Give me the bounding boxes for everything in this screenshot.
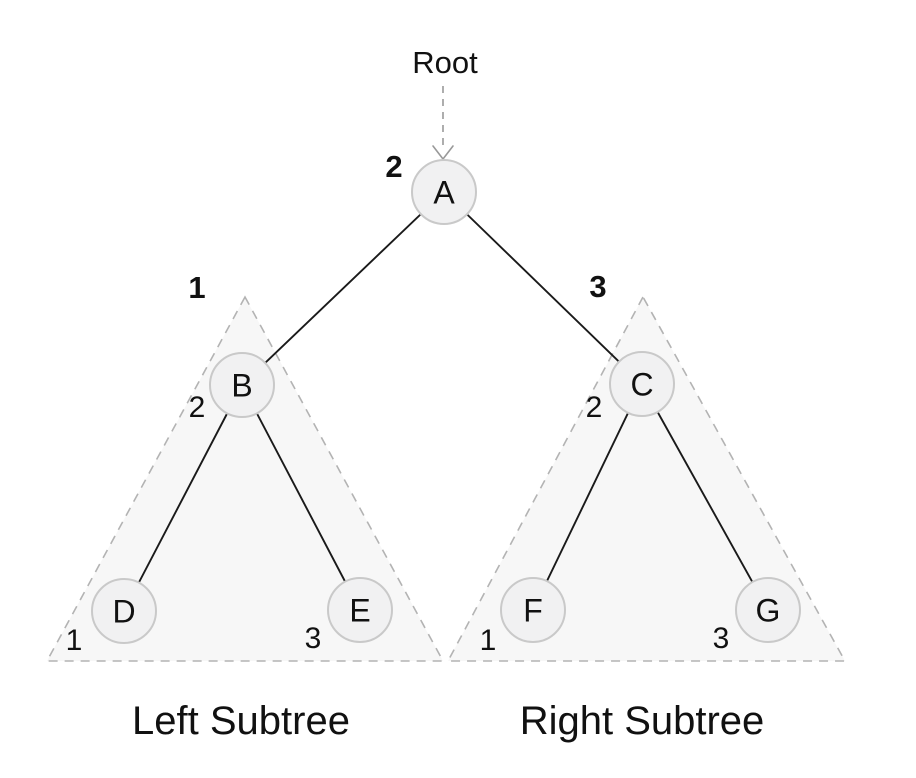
right-subtree-caption: Right Subtree (520, 699, 765, 743)
node-label-a: A (433, 175, 455, 211)
edge-c-g (641, 383, 769, 611)
order-label-root: 2 (385, 149, 402, 184)
order-label-node-d: 1 (66, 624, 83, 657)
node-label-f: F (523, 593, 543, 629)
node-circle-g (735, 577, 801, 643)
node-label-d: D (112, 594, 135, 630)
edge-a-b (241, 191, 445, 386)
order-label-left-subtree: 1 (188, 270, 205, 305)
edge-a-c (443, 191, 643, 385)
node-circle-f (500, 577, 566, 643)
tree-nodes: A B C D E F G (91, 159, 801, 644)
edge-b-e (241, 384, 361, 611)
edge-b-d (123, 384, 243, 612)
root-pointer-label: Root (412, 45, 478, 80)
node-label-c: C (630, 367, 653, 403)
order-label-node-e: 3 (305, 622, 322, 655)
order-label-node-c: 2 (586, 391, 603, 424)
order-label-node-f: 1 (480, 624, 497, 657)
node-label-b: B (231, 368, 252, 404)
node-circle-e (327, 577, 393, 643)
node-label-e: E (349, 593, 370, 629)
node-circle-d (91, 578, 157, 644)
order-label-right-subtree: 3 (589, 269, 606, 304)
node-circle-a (411, 159, 477, 225)
node-circle-c (609, 351, 675, 417)
root-arrow-head-icon (432, 145, 454, 160)
edge-c-f (532, 383, 643, 611)
node-label-g: G (756, 593, 781, 629)
order-label-node-b: 2 (189, 391, 206, 424)
order-label-node-g: 3 (713, 622, 730, 655)
node-circle-b (209, 352, 275, 418)
left-subtree-caption: Left Subtree (132, 699, 350, 743)
